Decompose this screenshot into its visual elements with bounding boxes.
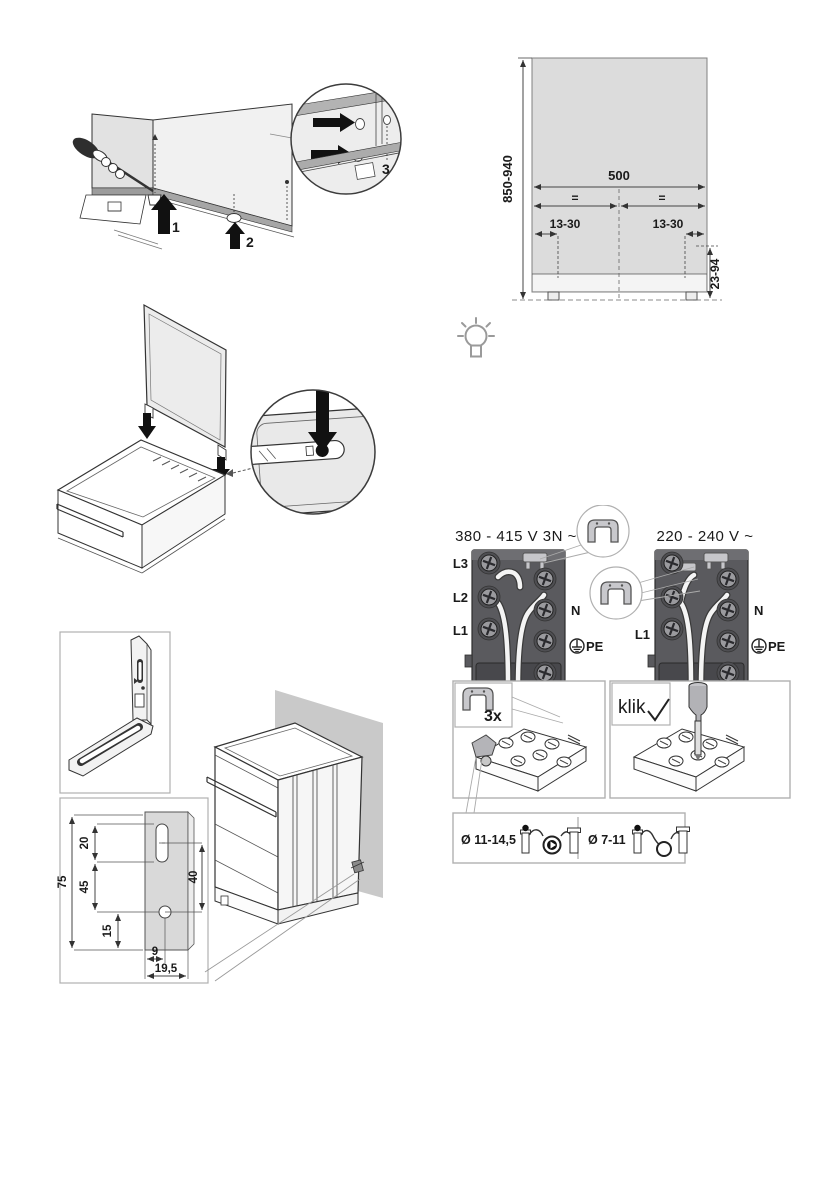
towel-rail [206, 776, 277, 818]
figure-leveling-feet: 1 2 [56, 82, 408, 274]
terminal-block-single-phase [647, 549, 749, 691]
panel-klik: klik [609, 680, 791, 799]
equal-left: = [571, 191, 578, 205]
terminal-l3: L3 [453, 556, 468, 571]
figure-backguard [55, 292, 380, 584]
bracket-hole-offset: 9 [152, 946, 158, 958]
dimension-width: 500 [534, 168, 705, 190]
stove-against-wall [204, 690, 383, 982]
plinth-range-value: 23-94 [708, 258, 722, 289]
dimension-height: 850-940 [500, 57, 532, 299]
mount-arrow-left [138, 413, 156, 439]
screwdriver-icon [688, 682, 708, 761]
dimension-bracket-offset-left: 13-30 [535, 217, 581, 278]
bridge-count-label: 3x [484, 708, 502, 725]
width-value: 500 [608, 168, 630, 183]
terminal-l2: L2 [453, 590, 468, 605]
figure-dimensions: 850-940 500 = = 13-30 13-30 [448, 48, 760, 368]
single-phase-title: 220 - 240 V ~ [657, 528, 754, 545]
cable-clamp-large-icon [520, 824, 581, 855]
cable-large-label: Ø 11-14,5 [461, 833, 516, 847]
step-label-3: 3 [382, 161, 390, 177]
figure-anti-tip-bracket: 75 20 45 15 40 9 19,5 [55, 628, 405, 1000]
checkmark-icon [647, 698, 670, 722]
appliance-bottom-corner [79, 103, 295, 250]
terminal-block-three-phase [464, 549, 566, 691]
bracket-slot-height: 20 [79, 837, 91, 850]
terminal-pe-single: PE [768, 639, 786, 654]
bracket-width: 19,5 [155, 963, 178, 975]
appliance-rear-outline [531, 57, 708, 301]
dimension-equal-halves: = = [534, 191, 705, 209]
equal-right: = [658, 191, 665, 205]
earth-symbol-right [751, 638, 767, 654]
bridge-link [522, 552, 548, 570]
cable-small-label: Ø 7-11 [588, 833, 626, 847]
detail-leader-dashed [226, 467, 254, 477]
tip-bulb-icon [457, 317, 495, 358]
klik-label: klik [618, 697, 646, 718]
cable-clamp [471, 734, 497, 767]
offset-right-value: 13-30 [653, 217, 684, 231]
bracket-low-height: 15 [102, 924, 114, 937]
terminal-l1: L1 [453, 623, 468, 638]
bracket-total-height: 75 [57, 875, 69, 888]
detail-circle-press-point [251, 390, 375, 514]
figure-electrical: 380 - 415 V 3N ~ 220 - 240 V ~ [448, 505, 793, 877]
three-phase-title: 380 - 415 V 3N ~ [455, 528, 577, 545]
step-label-1: 1 [172, 219, 180, 235]
bracket-right-span: 40 [188, 871, 200, 884]
dimension-bracket-offset-right: 13-30 [653, 217, 704, 278]
terminal-pe: PE [586, 639, 604, 654]
earth-symbol-left [569, 638, 585, 654]
dimension-plinth: 23-94 [696, 245, 722, 298]
bracket-isometric-box [59, 631, 171, 794]
towel-rail [56, 503, 124, 538]
step-arrow-2 [225, 222, 245, 249]
offset-left-value: 13-30 [550, 217, 581, 231]
cable-clamp-small-icon [632, 824, 690, 857]
stove-top-view [56, 439, 227, 574]
bracket-mid-height: 45 [79, 880, 91, 893]
hole-arrow-upper [313, 113, 355, 132]
bracket-on-wall [350, 859, 365, 874]
height-range-value: 850-940 [500, 155, 515, 203]
terminal-n-single: N [754, 603, 763, 618]
cable-diameter-strip: Ø 11-14,5 Ø 7-11 [452, 812, 690, 864]
adjustable-foot-rear [226, 213, 242, 223]
press-arrow [308, 390, 337, 452]
screwdriver-icon [72, 137, 154, 193]
bracket-dimension-box: 75 20 45 15 40 9 19,5 [57, 797, 209, 984]
panel-fit-bridges: 3x [452, 680, 606, 799]
step-label-2: 2 [246, 234, 254, 250]
step-arrow-1 [151, 194, 177, 234]
terminal-l1-single: L1 [635, 627, 650, 642]
terminal-n: N [571, 603, 580, 618]
backguard-panel [143, 303, 227, 461]
